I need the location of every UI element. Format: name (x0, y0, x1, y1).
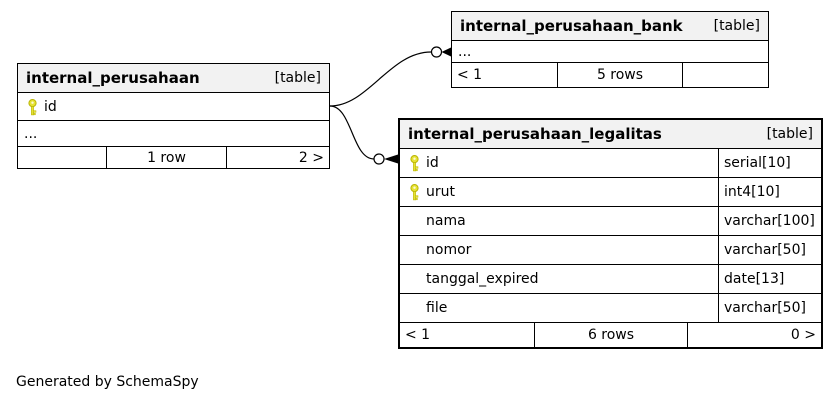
column-row-file[interactable]: file varchar[50] (400, 294, 821, 323)
footer-parents-count: 2 > (298, 149, 324, 166)
primary-key-icon (410, 155, 419, 172)
footer-parents-count (683, 63, 768, 87)
column-name: nomor (426, 242, 472, 258)
footer-children-count: < 1 (452, 63, 558, 87)
schemaspy-credit: Generated by SchemaSpy (16, 374, 199, 390)
footer-row-count: 6 rows (535, 323, 688, 347)
primary-key-icon (410, 184, 419, 201)
column-row-nomor[interactable]: nomor varchar[50] (400, 236, 821, 265)
column-type: date[13] (718, 265, 821, 293)
table-footer: < 1 6 rows 0 > (400, 323, 821, 347)
primary-key-icon (28, 98, 37, 115)
column-name: id (426, 155, 439, 171)
table-title: internal_perusahaan (26, 69, 200, 87)
column-type: varchar[50] (718, 236, 821, 264)
footer-children-count: < 1 (400, 323, 535, 347)
footer-row-count: 1 row (107, 147, 227, 168)
table-header[interactable]: internal_perusahaan [table] (18, 64, 329, 93)
column-name: id (44, 98, 57, 115)
table-type-tag: [table] (713, 18, 760, 34)
fk-connector-legalitas (329, 105, 398, 165)
column-name: urut (426, 184, 455, 200)
entity-table-internal-perusahaan[interactable]: internal_perusahaan [table] id ... 1 row (17, 63, 330, 169)
column-name: file (426, 300, 448, 316)
column-row-urut[interactable]: urut int4[10] (400, 178, 821, 207)
table-title: internal_perusahaan_legalitas (408, 125, 662, 143)
footer-parents-count: 0 > (790, 327, 816, 343)
ellipsis-text: ... (458, 43, 472, 60)
ellipsis-text: ... (24, 125, 38, 142)
footer-children-count (18, 147, 107, 168)
column-row-id[interactable]: id (18, 93, 329, 121)
table-type-tag: [table] (766, 126, 813, 142)
entity-table-internal-perusahaan-legalitas[interactable]: internal_perusahaan_legalitas [table] id… (398, 118, 823, 349)
ellipsis-row: ... (452, 41, 768, 63)
entity-table-internal-perusahaan-bank[interactable]: internal_perusahaan_bank [table] ... < 1… (451, 11, 769, 88)
table-header[interactable]: internal_perusahaan_legalitas [table] (400, 120, 821, 149)
column-type: serial[10] (718, 149, 821, 177)
column-row-nama[interactable]: nama varchar[100] (400, 207, 821, 236)
column-row-id[interactable]: id serial[10] (400, 149, 821, 178)
column-name: nama (426, 213, 466, 229)
column-name: tanggal_expired (426, 271, 539, 287)
table-title: internal_perusahaan_bank (460, 17, 683, 35)
column-type: varchar[100] (718, 207, 821, 235)
footer-row-count: 5 rows (558, 63, 683, 87)
column-row-tanggal-expired[interactable]: tanggal_expired date[13] (400, 265, 821, 294)
fk-connector-bank (329, 46, 451, 107)
table-footer: 1 row 2 > (18, 147, 329, 168)
ellipsis-row: ... (18, 121, 329, 147)
table-type-tag: [table] (274, 70, 321, 86)
column-type: int4[10] (718, 178, 821, 206)
table-footer: < 1 5 rows (452, 63, 768, 87)
column-type: varchar[50] (718, 294, 821, 322)
table-header[interactable]: internal_perusahaan_bank [table] (452, 12, 768, 41)
